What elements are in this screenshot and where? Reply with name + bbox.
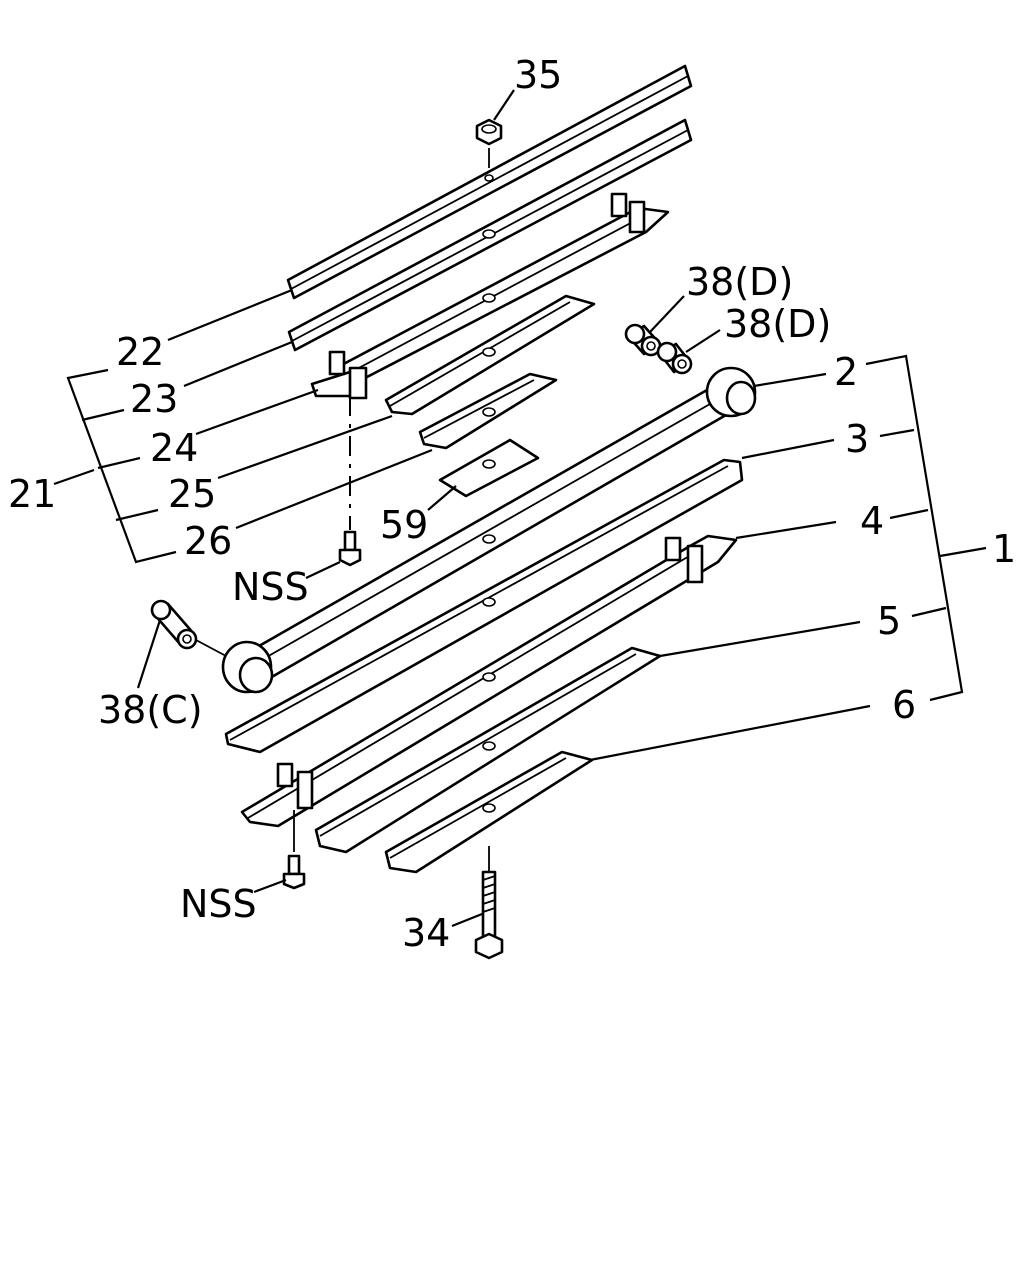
label-22: 22 — [116, 330, 164, 374]
leaf-22 — [286, 64, 693, 300]
leaf-23 — [287, 118, 693, 352]
leaf-2 — [221, 366, 757, 694]
leader-lines — [53, 89, 987, 928]
label-21: 21 — [8, 472, 56, 516]
label-2: 2 — [834, 350, 858, 394]
callout-labels: 35 38(D) 38(D) 2 3 4 5 6 1 22 23 24 25 2… — [8, 53, 1016, 955]
bushing-38d-2 — [656, 341, 693, 375]
leaf-24 — [310, 192, 670, 400]
label-34: 34 — [402, 911, 450, 955]
label-5: 5 — [877, 599, 901, 643]
leaf-5 — [314, 646, 662, 854]
nut-35 — [475, 118, 503, 182]
pad-59 — [438, 438, 540, 498]
label-3: 3 — [845, 417, 869, 461]
label-26: 26 — [184, 519, 232, 563]
leaf-6 — [384, 750, 594, 874]
label-4: 4 — [860, 499, 884, 543]
label-25: 25 — [168, 472, 216, 516]
bushing-38d-1 — [624, 323, 662, 357]
label-38d-1: 38(D) — [686, 260, 793, 304]
label-59: 59 — [380, 503, 428, 547]
label-1: 1 — [992, 527, 1016, 571]
bolt-34 — [474, 870, 504, 960]
label-23: 23 — [130, 377, 178, 421]
label-6: 6 — [892, 683, 916, 727]
label-nss-upper: NSS — [232, 565, 309, 609]
bolt-nss-lower — [282, 854, 306, 890]
label-35: 35 — [514, 53, 562, 97]
label-38c: 38(C) — [98, 688, 203, 732]
bolt-nss-upper — [338, 530, 362, 567]
bushing-38c — [150, 599, 227, 657]
leaf-25 — [384, 294, 596, 416]
label-24: 24 — [150, 426, 198, 470]
leaf-26 — [418, 372, 558, 450]
leaf-4 — [240, 534, 738, 828]
leaf-3 — [224, 458, 744, 754]
label-nss-lower: NSS — [180, 882, 257, 926]
label-38d-2: 38(D) — [724, 302, 831, 346]
